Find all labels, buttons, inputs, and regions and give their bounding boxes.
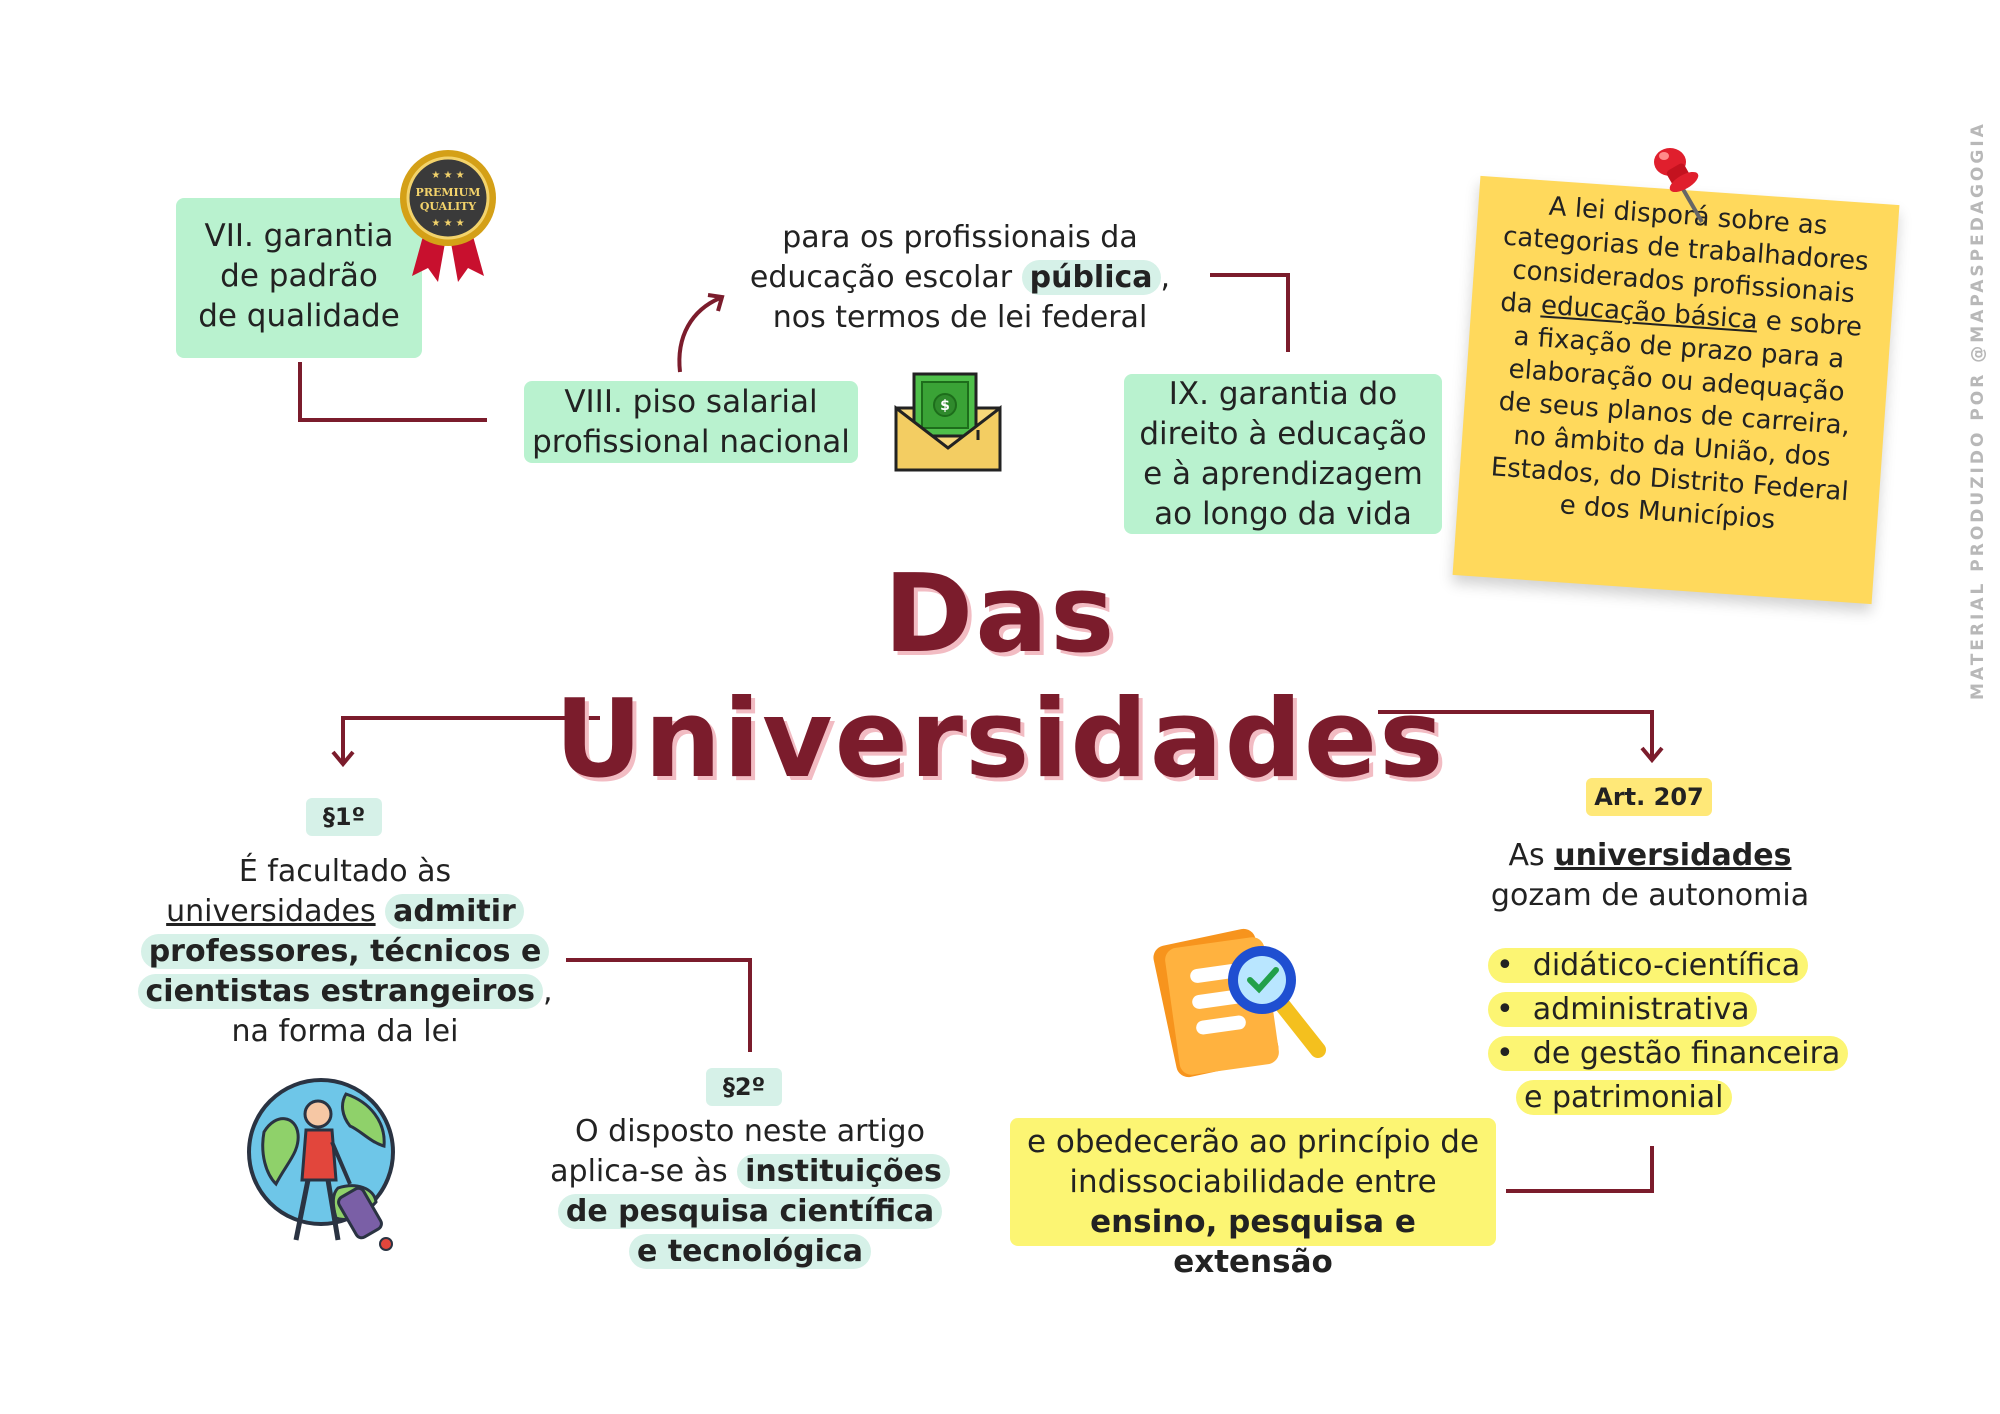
sticky-note: A lei disporá sobre as categorias de tra… (1452, 175, 1900, 605)
p2-text: aplica-se às (550, 1154, 738, 1189)
sticky-note-text: A lei disporá sobre as categorias de tra… (1457, 186, 1899, 544)
money-envelope-icon: $ (894, 372, 1002, 472)
viii-curve-arrow (677, 296, 721, 373)
right-arrowhead (1640, 746, 1664, 764)
p1-line: na forma da lei (231, 1014, 459, 1049)
p1-p2-connector (566, 958, 752, 1052)
tecnologica-highlight: e tecnológica (629, 1234, 871, 1269)
p2-line: de pesquisa científica (530, 1192, 970, 1232)
p2-line: aplica-se às instituições (530, 1152, 970, 1192)
badge-quality-text: QUALITY (420, 200, 476, 213)
autonomy-item-label: didático-científica (1532, 948, 1801, 983)
principle-line: e obedecerão ao princípio de (1026, 1124, 1480, 1160)
autonomy-item-highlight: • administrativa (1488, 992, 1758, 1027)
autonomy-item-label: administrativa (1532, 992, 1750, 1027)
instituicoes-highlight: instituições (737, 1154, 950, 1189)
principle-connector (1506, 1146, 1654, 1193)
paragraph-1-text: É facultado às universidades admitir pro… (120, 852, 570, 1052)
vii-line: de qualidade (198, 298, 400, 334)
autonomy-item-label: de gestão financeira (1532, 1036, 1841, 1071)
viii-note-comma: , (1160, 260, 1171, 295)
art-line: As universidades (1440, 836, 1860, 876)
viii-note-text: educação escolar (749, 260, 1022, 295)
paragraph-1-tag: §1º (306, 798, 382, 836)
title-line-2: Universidades (554, 677, 1446, 802)
viii-note-line: nos termos de lei federal (772, 300, 1148, 335)
p1-comma: , (542, 974, 553, 1009)
autonomy-item-label: e patrimonial (1516, 1080, 1732, 1115)
professores-highlight: professores, técnicos e (140, 934, 550, 969)
p1-line: cientistas estrangeiros, (120, 972, 570, 1012)
art-207-tag: Art. 207 (1586, 778, 1712, 816)
vii-line: VII. garantia (204, 218, 394, 254)
vii-connector (298, 362, 487, 422)
p2-line: e tecnológica (530, 1232, 970, 1272)
autonomy-item: • administrativa (1488, 988, 1848, 1032)
autonomy-list: • didático-científica • administrativa •… (1488, 944, 1849, 1120)
right-title-arrow (1378, 710, 1654, 758)
viii-arrowhead (707, 293, 725, 312)
credit-text: MATERIAL PRODUZIDO POR @MAPASPEDAGOGIA (1968, 121, 1988, 700)
p1-line: universidades admitir (120, 892, 570, 932)
autonomy-item: • de gestão financeira (1488, 1032, 1849, 1076)
art-line: gozam de autonomia (1490, 878, 1810, 913)
viii-note-line: educação escolar pública, (700, 258, 1220, 298)
document-search-icon (1153, 928, 1326, 1078)
p1-line: professores, técnicos e (120, 932, 570, 972)
svg-text:★ ★ ★: ★ ★ ★ (431, 170, 464, 181)
art-text: As (1508, 838, 1555, 873)
pushpin-icon (1654, 148, 1704, 224)
vii-line: de padrão (220, 258, 378, 294)
left-title-arrow (341, 716, 600, 762)
ix-line: ao longo da vida (1154, 496, 1412, 532)
svg-text:$: $ (940, 398, 950, 414)
viii-note-line: para os profissionais da (782, 220, 1138, 255)
art-207-text: As universidades gozam de autonomia (1440, 836, 1860, 916)
viii-line: profissional nacional (532, 424, 850, 460)
universidades-underlined: universidades (166, 894, 376, 929)
svg-text:★ ★ ★: ★ ★ ★ (431, 218, 464, 229)
p1-line: É facultado às (238, 854, 452, 889)
ix-box: IX. garantia do direito à educação e à a… (1124, 374, 1442, 534)
viii-box: VIII. piso salarial profissional naciona… (524, 381, 858, 463)
autonomy-item-continued: e patrimonial (1488, 1076, 1848, 1120)
pesquisa-highlight: de pesquisa científica (557, 1194, 943, 1229)
publica-highlight: pública (1021, 260, 1161, 295)
admitir-highlight: admitir (385, 894, 524, 929)
sticky-text: da (1499, 287, 1543, 321)
viii-line: VIII. piso salarial (564, 384, 818, 420)
principle-box: e obedecerão ao princípio de indissociab… (1010, 1118, 1496, 1280)
principle-line-bold: ensino, pesquisa e extensão (1090, 1204, 1416, 1280)
vii-box: VII. garantia de padrão de qualidade (176, 198, 422, 358)
badge-premium-text: PREMIUM (416, 186, 481, 199)
universidades-bold: universidades (1554, 838, 1792, 873)
ix-line: direito à educação (1139, 416, 1427, 452)
cientistas-highlight: cientistas estrangeiros (137, 974, 543, 1009)
paragraph-2-text: O disposto neste artigo aplica-se às ins… (530, 1112, 970, 1272)
p2-line: O disposto neste artigo (575, 1114, 925, 1149)
autonomy-item-highlight: • didático-científica (1488, 948, 1809, 983)
autonomy-item: • didático-científica (1488, 944, 1848, 988)
globe-traveler-icon (247, 1078, 395, 1251)
sticky-text: e sobre (1756, 305, 1864, 343)
paragraph-2-tag: §2º (706, 1068, 782, 1106)
ix-connector (1210, 273, 1290, 352)
premium-quality-badge-icon: ★ ★ ★ PREMIUM QUALITY ★ ★ ★ (400, 150, 496, 282)
left-arrowhead (331, 750, 355, 768)
principle-line: indissociabilidade entre (1069, 1164, 1437, 1200)
ix-line: e à aprendizagem (1143, 456, 1423, 492)
ix-line: IX. garantia do (1168, 376, 1398, 412)
title-line-1: Das (883, 552, 1117, 677)
viii-note: para os profissionais da educação escola… (700, 218, 1220, 338)
autonomy-item-highlight: • de gestão financeira (1488, 1036, 1849, 1071)
